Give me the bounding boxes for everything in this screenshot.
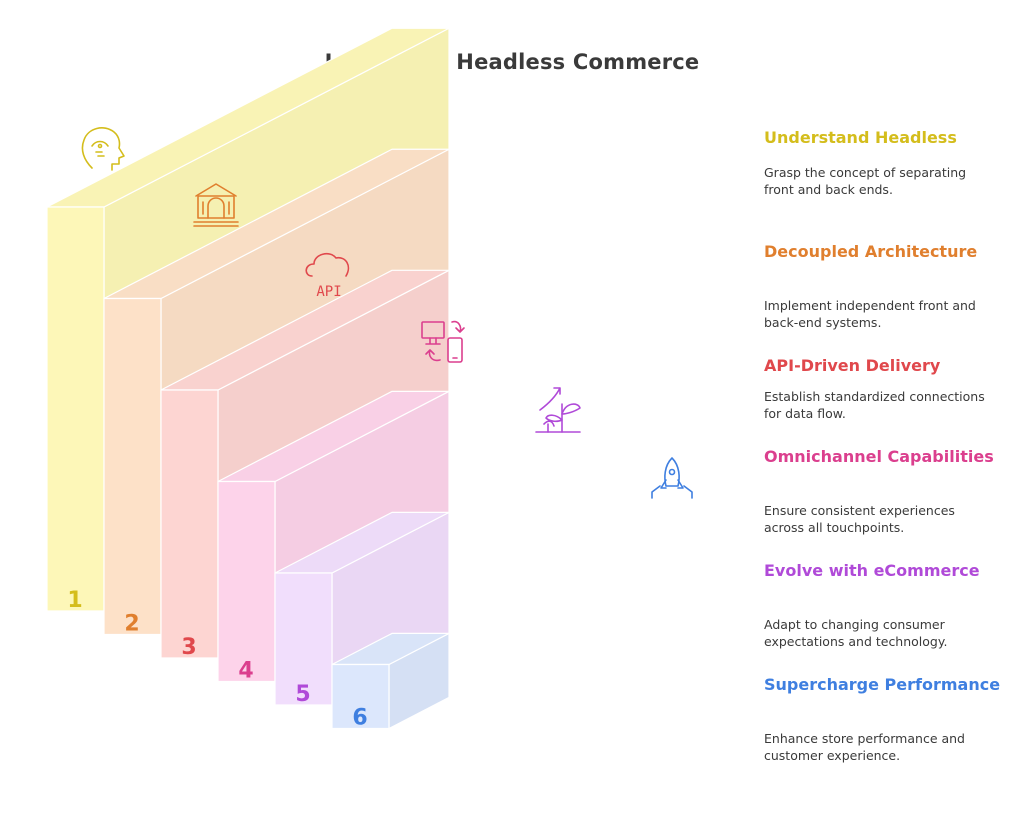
rocket-icon <box>651 457 693 499</box>
step-description-3: Establish standardized connections for d… <box>764 389 985 421</box>
step-number-1: 1 <box>67 588 82 613</box>
step-title-4: Omnichannel Capabilities <box>764 447 994 466</box>
step-description-5: Adapt to changing consumer expectations … <box>764 617 948 649</box>
cloud-api-icon: API <box>305 252 350 300</box>
step-description-2: Implement independent front and back-end… <box>764 298 976 330</box>
step-title-1: Understand Headless <box>764 128 957 147</box>
devices-sync-icon <box>421 320 465 363</box>
step-front-face-3 <box>160 389 219 659</box>
step-title-5: Evolve with eCommerce <box>764 561 980 580</box>
step-front-face-2 <box>103 297 162 636</box>
head-brain-icon <box>81 127 125 171</box>
step-title-6: Supercharge Performance <box>764 675 1001 694</box>
step-title-3: API-Driven Delivery <box>764 356 941 375</box>
building-icon <box>193 183 239 227</box>
step-number-3: 3 <box>181 635 196 660</box>
step-front-face-6 <box>331 663 390 730</box>
step-front-face-1 <box>46 206 105 612</box>
growth-plant-icon <box>535 387 581 433</box>
step-number-6: 6 <box>352 706 367 731</box>
step-number-5: 5 <box>295 682 310 707</box>
stair-blocks: 1 2 3 4 5 6 <box>46 27 450 731</box>
step-number-4: 4 <box>238 659 253 684</box>
step-description-6: Enhance store performance and customer e… <box>764 731 965 763</box>
step-title-2: Decoupled Architecture <box>764 242 978 261</box>
step-description-1: Grasp the concept of separating front an… <box>764 165 967 197</box>
step-number-2: 2 <box>124 612 139 637</box>
api-icon-label: API <box>316 284 341 300</box>
step-description-4: Ensure consistent experiences across all… <box>764 503 955 535</box>
step-front-face-4 <box>217 480 276 683</box>
